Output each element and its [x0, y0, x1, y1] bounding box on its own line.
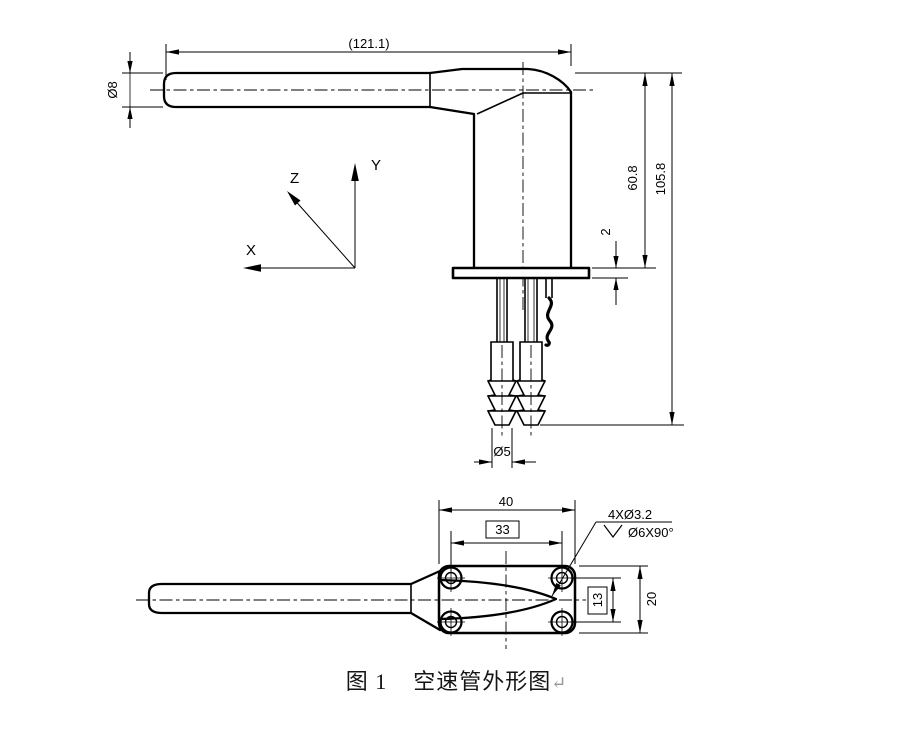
hole-pitch-y-label: 13	[590, 593, 605, 607]
flange-thickness-label: 2	[598, 228, 613, 235]
dim-hole-pitch-y: 13	[570, 577, 621, 623]
side-view: (121.1) Ø8 60.8 105.8	[105, 36, 684, 468]
figure-caption-title: 空速管外形图	[413, 669, 552, 694]
dim-flange-height: 20	[579, 565, 659, 634]
dim-flange-width: 40	[438, 494, 576, 564]
countersink-icon	[603, 524, 623, 538]
hole-pitch-x-label: 33	[495, 522, 509, 537]
coordinate-axes: X Y Z	[243, 157, 381, 272]
hole-callout-count-label: 4XØ3.2	[608, 507, 652, 522]
dim-nipple-diameter: Ø5	[474, 428, 536, 468]
axis-x-label: X	[246, 242, 256, 259]
left-nipple	[486, 278, 518, 426]
hole-callout: 4XØ3.2 Ø6X90°	[551, 507, 674, 597]
taper-lower	[409, 611, 442, 632]
flange-width-label: 40	[499, 494, 513, 509]
figure-caption-label: 图 1	[345, 669, 388, 694]
cable-wire	[544, 278, 554, 347]
tube-top-outline	[147, 582, 413, 615]
tube-diameter-label: Ø8	[105, 81, 120, 98]
dim-flange-thickness: 2	[592, 228, 628, 305]
flange-plate	[437, 564, 577, 635]
figure-caption: 图 1 空速管外形图↵	[0, 664, 912, 696]
hole-callout-countersink-label: Ø6X90°	[628, 525, 674, 540]
screw-holes	[437, 564, 576, 636]
return-mark-icon: ↵	[551, 673, 567, 693]
dim-head-to-flange: 60.8	[575, 72, 682, 269]
flange-height-label: 20	[644, 592, 659, 606]
hole-bottom-left	[437, 608, 465, 636]
head-silhouette	[438, 578, 558, 621]
probe-tube-outline	[162, 71, 432, 109]
head-top-outline	[428, 67, 573, 270]
dim-overall-length: (121.1)	[165, 36, 572, 80]
nipple-diameter-label: Ø5	[493, 444, 510, 459]
axis-y-label: Y	[371, 157, 381, 174]
flange-side	[451, 266, 591, 280]
head-to-flange-label: 60.8	[625, 165, 640, 190]
dim-tube-diameter: Ø8	[105, 52, 163, 128]
taper-upper	[409, 569, 442, 586]
right-nipple	[515, 278, 547, 426]
overall-length-label: (121.1)	[348, 36, 389, 51]
head-body-intersection	[476, 92, 524, 115]
dim-hole-pitch-x: 33	[450, 520, 563, 571]
dim-overall-height: 105.8	[540, 73, 684, 426]
head-bottom-outline	[428, 105, 476, 270]
axis-z-label: Z	[290, 170, 299, 187]
overall-height-label: 105.8	[653, 163, 668, 196]
bottom-view: 40 33 13 20	[136, 494, 674, 649]
